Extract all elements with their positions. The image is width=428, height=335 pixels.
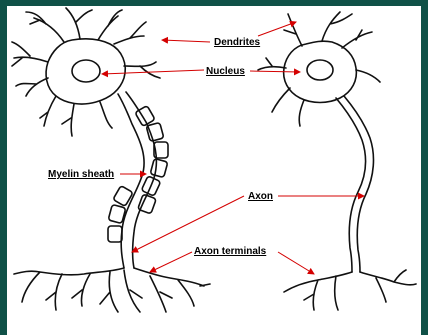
right-axon-terminals	[284, 270, 416, 310]
left-axon	[118, 92, 156, 268]
left-axon-terminals	[14, 268, 210, 312]
axon-label: Axon	[248, 191, 273, 202]
left-nucleus	[72, 60, 100, 82]
myelin-sheath-label: Myelin sheath	[48, 169, 114, 180]
nucleus-arrow-left	[102, 70, 204, 74]
axon-terminals-arrow-left	[150, 252, 192, 272]
dendrites-arrow-right	[258, 22, 296, 36]
axon-arrow-left	[132, 196, 244, 252]
right-axon	[336, 96, 373, 272]
left-cell-body	[46, 39, 125, 104]
right-nucleus	[307, 60, 333, 80]
dendrites-arrow-left	[162, 40, 210, 42]
myelinated-neuron	[12, 8, 210, 312]
dendrites-label: Dendrites	[214, 37, 261, 48]
labels: Dendrites Nucleus Myelin sheath Axon Axo…	[48, 37, 273, 257]
axon-terminals-label: Axon terminals	[194, 246, 267, 257]
nucleus-arrow-right	[250, 71, 300, 72]
unmyelinated-neuron	[258, 12, 416, 310]
nucleus-label: Nucleus	[206, 66, 245, 77]
axon-terminals-arrow-right	[278, 252, 314, 274]
